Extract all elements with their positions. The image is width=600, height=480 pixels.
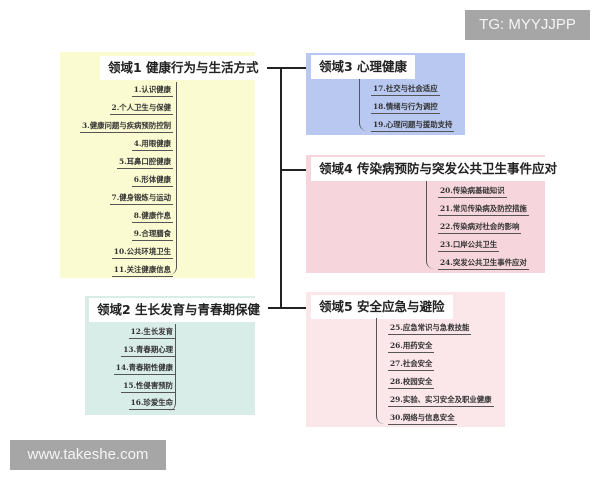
domain1-item: 10.公共环境卫生 <box>111 247 173 259</box>
domain5-box: 领域5 安全应急与避险 25.应急常识与急救技能 26.用药安全 27.社会安全… <box>306 292 505 427</box>
domain4-item: 23.口岸公共卫生 <box>438 240 500 252</box>
domain5-item: 30.网络与信息安全 <box>388 413 457 425</box>
domain2-item: 15.性侵害预防 <box>121 381 175 393</box>
domain3-item: 17.社交与社会适应 <box>371 84 440 96</box>
watermark-bottom-left: www.takeshe.com <box>10 440 166 470</box>
domain5-brace <box>376 318 389 424</box>
domain1-item: 11.关注健康信息 <box>111 265 173 277</box>
watermark-top-right: TG: MYYJJPP <box>465 10 590 40</box>
domain2-box: 领域2 生长发育与青春期保健 12.生长发育 13.青春期心理 14.青春期性健… <box>85 296 269 415</box>
domain1-item: 2.个人卫生与保健 <box>109 103 173 115</box>
domain5-item: 26.用药安全 <box>388 341 435 353</box>
domain5-item: 28.校园安全 <box>388 377 435 389</box>
domain1-item: 7.健身锻炼与运动 <box>109 193 173 205</box>
domain1-item: 5.耳鼻口腔健康 <box>116 157 173 169</box>
domain1-item: 8.健康作息 <box>131 211 173 223</box>
domain4-box: 领域4 传染病预防与突发公共卫生事件应对 20.传染病基础知识 21.常见传染病… <box>306 155 566 273</box>
domain5-title: 领域5 安全应急与避险 <box>311 295 453 319</box>
domain1-item: 1.认识健康 <box>131 85 173 97</box>
domain1-item: 6.形体健康 <box>131 175 173 187</box>
domain1-title: 领域1 健康行为与生活方式 <box>100 56 267 80</box>
domain4-item: 24.突发公共卫生事件应对 <box>438 258 529 270</box>
domain1-box: 领域1 健康行为与生活方式 1.认识健康 2.个人卫生与保健 3.健康问题与疾病… <box>60 52 267 278</box>
domain3-box: 领域3 心理健康 17.社交与社会适应 18.情绪与行为调控 19.心理问题与援… <box>306 53 465 135</box>
domain4-item: 20.传染病基础知识 <box>438 186 507 198</box>
domain5-item: 25.应急常识与急救技能 <box>388 323 472 335</box>
domain2-item: 14.青春期性健康 <box>113 363 175 375</box>
domain3-item: 19.心理问题与援助支持 <box>371 120 455 132</box>
domain1-item: 3.健康问题与疾病预防控制 <box>79 121 173 133</box>
domain1-brace <box>164 82 177 275</box>
domain2-item: 16.珍爱生命 <box>128 398 175 410</box>
domain4-item: 21.常见传染病及防控措施 <box>438 204 529 216</box>
domain3-item: 18.情绪与行为调控 <box>371 102 440 114</box>
domain3-title: 领域3 心理健康 <box>311 55 416 79</box>
domain5-item: 27.社会安全 <box>388 359 435 371</box>
domain2-title: 领域2 生长发育与青春期保健 <box>89 298 269 322</box>
domain4-title: 领域4 传染病预防与突发公共卫生事件应对 <box>311 157 566 181</box>
connector-domain3 <box>280 67 316 69</box>
connector-trunk <box>280 67 282 308</box>
domain5-item: 29.实验、实习安全及职业健康 <box>388 395 494 407</box>
domain2-item: 12.生长发育 <box>128 327 175 339</box>
domain1-item: 9.合理膳食 <box>131 229 173 241</box>
connector-domain1 <box>253 67 281 69</box>
domain4-brace <box>426 181 439 269</box>
connector-domain4 <box>280 169 316 171</box>
domain3-brace <box>359 79 372 131</box>
connector-domain5 <box>280 307 316 309</box>
domain1-item: 4.用眼健康 <box>131 139 173 151</box>
domain4-item: 22.传染病对社会的影响 <box>438 222 522 234</box>
domain2-brace <box>163 324 176 411</box>
domain2-item: 13.青春期心理 <box>121 345 175 357</box>
